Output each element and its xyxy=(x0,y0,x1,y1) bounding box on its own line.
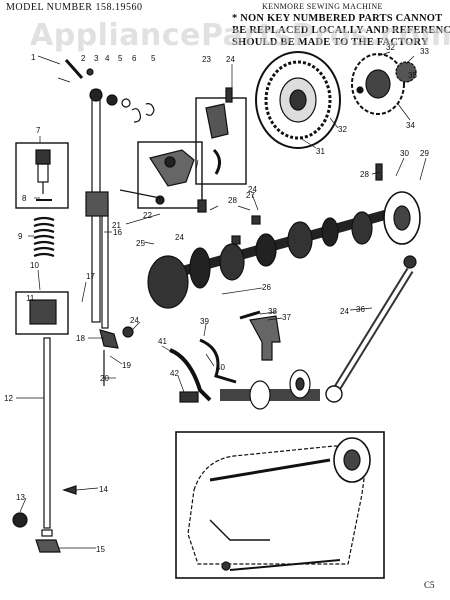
part-label: 32 xyxy=(386,43,395,52)
part-label: 35 xyxy=(408,71,417,80)
part-label: 28 xyxy=(360,170,369,179)
leader-lines xyxy=(16,51,427,549)
part-label: 31 xyxy=(316,147,325,156)
part-label: 15 xyxy=(96,545,105,554)
part-label: 29 xyxy=(420,149,429,158)
part-label: 18 xyxy=(76,334,85,343)
part-label: 14 xyxy=(99,485,108,494)
part-label: 10 xyxy=(30,261,39,270)
diagram-code: C5 xyxy=(424,580,435,590)
part-label: 32 xyxy=(338,125,347,134)
part-label: 8 xyxy=(22,194,27,203)
part-label: 27 xyxy=(246,191,255,200)
feed-levers xyxy=(169,310,320,410)
note-line-2: BE REPLACED LOCALLY AND REFERENCE xyxy=(232,25,450,36)
part-label: 42 xyxy=(170,369,179,378)
part-label: 3 xyxy=(94,54,99,63)
main-shaft xyxy=(147,163,421,309)
part-label: 22 xyxy=(143,211,152,220)
connecting-rod xyxy=(325,267,414,403)
part-label: 30 xyxy=(400,149,409,158)
note-line-1: * NON KEY NUMBERED PARTS CANNOT xyxy=(232,13,443,24)
part-label: 24 xyxy=(130,316,139,325)
part-label: 41 xyxy=(158,337,167,346)
part-label: 13 xyxy=(16,493,25,502)
model-number-heading: MODEL NUMBER 158.19560 xyxy=(6,2,143,13)
machine-overview-inset xyxy=(175,431,385,579)
part-label: 16 xyxy=(113,228,122,237)
part-label: 34 xyxy=(406,121,415,130)
part-label: 39 xyxy=(200,317,209,326)
hand-wheel xyxy=(255,51,417,149)
part-label: 9 xyxy=(18,232,23,241)
part-label: 24 xyxy=(175,233,184,242)
part-label: 12 xyxy=(4,394,13,403)
part-label: 38 xyxy=(268,307,277,316)
note-line-3: SHOULD BE MADE TO THE FACTORY xyxy=(232,37,429,48)
part-label: 19 xyxy=(122,361,131,370)
part-label: 11 xyxy=(26,294,35,303)
part-label: 24 xyxy=(340,307,349,316)
tension-assembly xyxy=(119,141,203,209)
needle-bar-assembly xyxy=(64,59,155,386)
part-label: 4 xyxy=(105,54,110,63)
part-label: 26 xyxy=(262,283,271,292)
part-label: 36 xyxy=(356,305,365,314)
part-label: 2 xyxy=(81,54,86,63)
part-label: 7 xyxy=(36,126,41,135)
part-label: 28 xyxy=(228,196,237,205)
part-label: 5 xyxy=(151,54,156,63)
part-label: 24 xyxy=(248,185,257,194)
lever-assembly xyxy=(195,87,247,185)
part-label: 20 xyxy=(100,374,109,383)
part-label: 25 xyxy=(136,239,145,248)
brand-heading: KENMORE SEWING MACHINE xyxy=(262,2,383,11)
part-label: 21 xyxy=(112,221,121,230)
presser-bar-assembly xyxy=(12,142,77,553)
part-label: 1 xyxy=(31,53,36,62)
part-label: 33 xyxy=(420,47,429,56)
part-label: 37 xyxy=(282,313,291,322)
part-number-callouts: 1 2 3 4 5 6 5 7 8 9 10 11 12 13 14 15 16… xyxy=(4,43,429,554)
part-label: 40 xyxy=(216,363,225,372)
part-label: 23 xyxy=(202,55,211,64)
part-label: 5 xyxy=(118,54,123,63)
part-label: 17 xyxy=(86,272,95,281)
part-label: 6 xyxy=(132,54,137,63)
part-label: 24 xyxy=(226,55,235,64)
